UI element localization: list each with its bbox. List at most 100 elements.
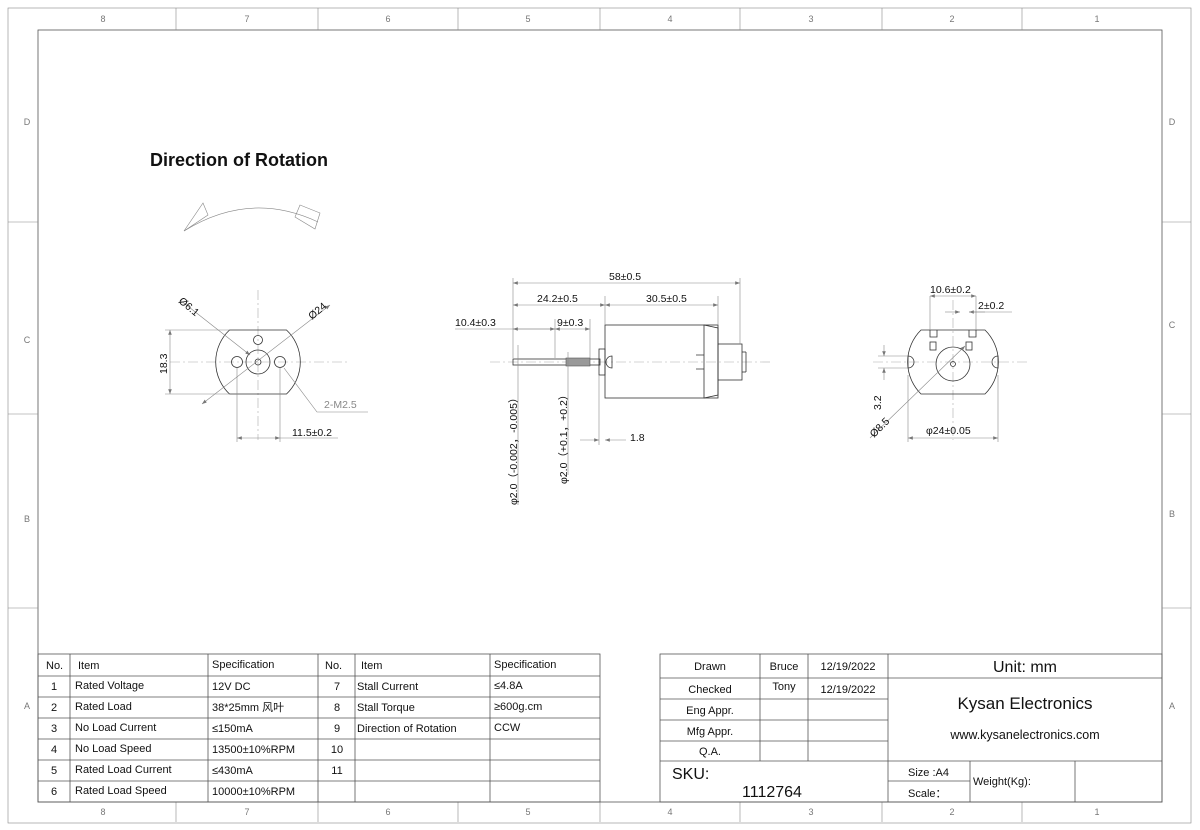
company-website[interactable]: www.kysanelectronics.com xyxy=(949,728,1099,742)
dim-body-dia: φ24±0.05 xyxy=(926,425,971,437)
zone-label: 2 xyxy=(949,807,954,817)
approval-role: Q.A. xyxy=(699,746,721,758)
header-no: No. xyxy=(46,660,63,672)
header-spec: Specification xyxy=(494,659,556,671)
drawing-title: Direction of Rotation xyxy=(150,150,328,170)
dim-shaft-dia: φ2.0（-0.002，-0.005） xyxy=(508,393,520,505)
header-item: Item xyxy=(361,660,382,672)
row-no: 8 xyxy=(334,702,340,714)
row-no: 2 xyxy=(51,702,57,714)
approval-row: Checked Tony 12/19/2022 xyxy=(688,681,875,696)
row-no: 9 xyxy=(334,723,340,735)
approval-row: Mfg Appr. xyxy=(687,726,733,738)
approval-name: Tony xyxy=(772,681,796,693)
row-item: No Load Current xyxy=(75,722,156,734)
zone-label: 7 xyxy=(244,807,249,817)
spec-table-header: No. Item Specification No. Item Specific… xyxy=(46,659,556,672)
zone-label: C xyxy=(1169,320,1176,330)
dim-bushing: 1.8 xyxy=(630,432,645,444)
size-label: Size :A4 xyxy=(908,767,949,779)
dim-cap-dia: Ø8.5 xyxy=(868,415,893,440)
front-view: Ø6.1 Ø24 18.3 2-M2.5 11.5±0.2 xyxy=(158,290,368,442)
approval-row: Eng Appr. xyxy=(686,705,734,717)
row-no: 10 xyxy=(331,744,343,756)
row-spec: ≥600g.cm xyxy=(494,701,542,713)
zone-labels-bottom: 8 7 6 5 4 3 2 1 xyxy=(100,807,1099,817)
row-item: Rated Load xyxy=(75,701,132,713)
dim-body-length: 30.5±0.5 xyxy=(646,293,687,305)
row-no: 6 xyxy=(51,786,57,798)
row-item: Stall Current xyxy=(357,681,418,693)
approval-date: 12/19/2022 xyxy=(820,661,875,673)
zone-label: B xyxy=(24,514,30,524)
row-spec: ≤4.8A xyxy=(494,680,523,692)
zone-label: D xyxy=(24,117,31,127)
dim-body-dia: Ø24 xyxy=(306,300,329,322)
zone-label: 1 xyxy=(1094,14,1099,24)
row-spec: 12V DC xyxy=(212,681,251,693)
zone-label: D xyxy=(1169,117,1176,127)
row-spec: ≤150mA xyxy=(212,723,254,735)
row-item: Direction of Rotation xyxy=(357,723,457,735)
side-view: 58±0.5 24.2±0.5 30.5±0.5 10.4±0.3 9±0.3 … xyxy=(455,271,770,505)
dim-knurl-dia: φ2.0（+0.1，+0.2） xyxy=(558,390,570,484)
row-item: Rated Voltage xyxy=(75,680,144,692)
sku-label: SKU: xyxy=(672,766,709,783)
dim-hole-spacing: 11.5±0.2 xyxy=(292,427,332,439)
table-row: 3 No Load Current ≤150mA xyxy=(51,722,254,735)
row-spec: 38*25mm 风叶 xyxy=(212,701,284,714)
zone-label: 1 xyxy=(1094,807,1099,817)
approval-date: 12/19/2022 xyxy=(820,684,875,696)
row-no: 4 xyxy=(51,744,57,756)
approval-row: Q.A. xyxy=(699,746,721,758)
zone-label: 3 xyxy=(808,14,813,24)
spec-table: No. Item Specification No. Item Specific… xyxy=(37,653,601,803)
row-spec: 13500±10%RPM xyxy=(212,744,295,756)
zone-label: 5 xyxy=(525,14,530,24)
dim-threads: 2-M2.5 xyxy=(324,399,357,411)
zone-labels-top: 8 7 6 5 4 3 2 1 xyxy=(100,14,1099,24)
table-row: 4 No Load Speed 13500±10%RPM xyxy=(51,743,295,756)
row-no: 11 xyxy=(331,765,342,777)
table-row: 9 Direction of Rotation CCW xyxy=(334,722,521,735)
row-item: Rated Load Current xyxy=(75,764,172,776)
table-row: 11 xyxy=(331,765,342,777)
zone-label: 2 xyxy=(949,14,954,24)
row-no: 3 xyxy=(51,723,57,735)
dim-shaft-length: 10.4±0.3 xyxy=(455,317,496,329)
row-spec: CCW xyxy=(494,722,521,734)
row-item: No Load Speed xyxy=(75,743,151,755)
scale-label: Scale： xyxy=(908,788,947,800)
dim-terminal-spacing: 10.6±0.2 xyxy=(930,284,971,296)
header-item: Item xyxy=(78,660,99,672)
approval-name: Bruce xyxy=(770,661,799,673)
zone-label: C xyxy=(24,335,31,345)
approval-role: Checked xyxy=(688,684,731,696)
zone-label: 6 xyxy=(385,807,390,817)
row-item: Stall Torque xyxy=(357,702,415,714)
table-row: 10 xyxy=(331,744,343,756)
table-row: 8 Stall Torque ≥600g.cm xyxy=(334,701,542,714)
header-no: No. xyxy=(325,660,342,672)
table-row: 5 Rated Load Current ≤430mA xyxy=(51,764,254,777)
zone-label: 7 xyxy=(244,14,249,24)
zone-label: 8 xyxy=(100,14,105,24)
table-row: 2 Rated Load 38*25mm 风叶 xyxy=(51,701,284,714)
dim-bearing-dia: Ø6.1 xyxy=(176,295,201,319)
zone-label: A xyxy=(24,701,30,711)
zone-label: B xyxy=(1169,509,1175,519)
row-item: Rated Load Speed xyxy=(75,785,167,797)
dim-slot: 3.2 xyxy=(872,395,884,410)
weight-label: Weight(Kg): xyxy=(973,776,1031,788)
row-no: 5 xyxy=(51,765,57,777)
dim-knurl-length: 9±0.3 xyxy=(557,317,583,329)
dim-height: 18.3 xyxy=(158,353,170,374)
dim-front-length: 24.2±0.5 xyxy=(537,293,578,305)
dim-terminal-width: 2±0.2 xyxy=(978,300,1004,312)
row-spec: ≤430mA xyxy=(212,765,254,777)
zone-label: 6 xyxy=(385,14,390,24)
approval-role: Eng Appr. xyxy=(686,705,734,717)
